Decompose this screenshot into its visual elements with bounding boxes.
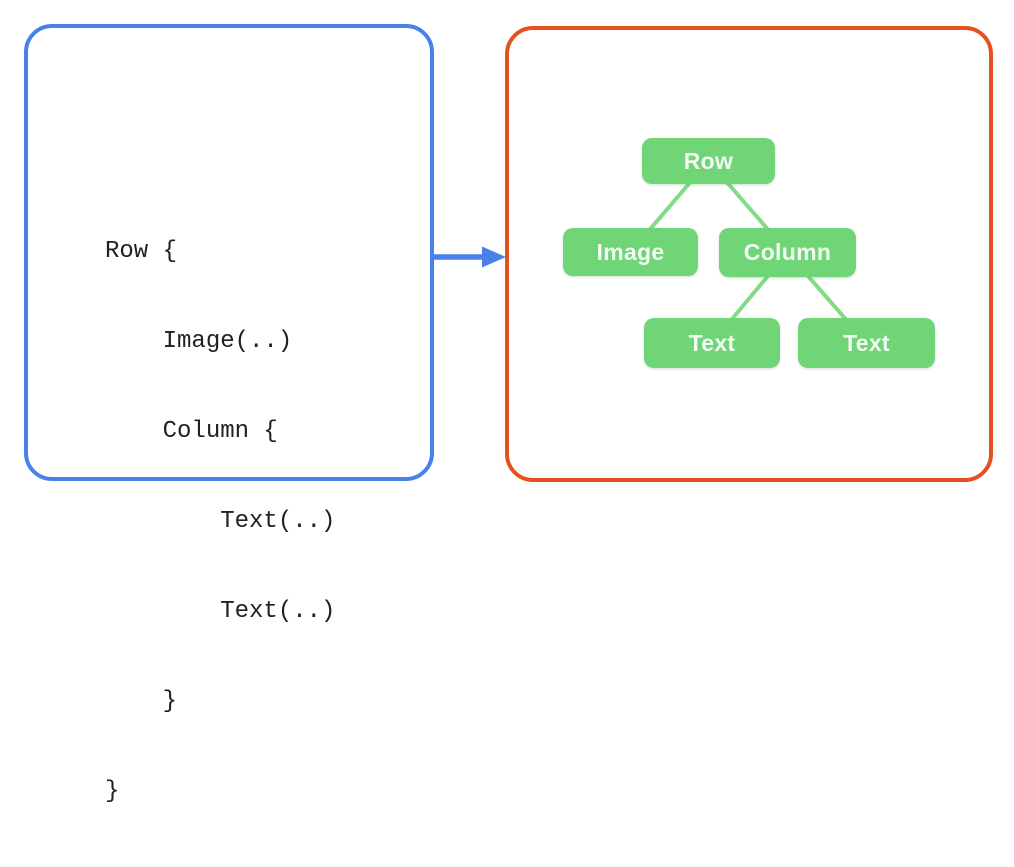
code-line: Row { [105,238,178,265]
code-line: Text(..) [105,508,336,535]
tree-node-column: Column [719,228,856,277]
tree-node-row: Row [642,138,775,184]
code-block: Row { Image(..) Column { Text(..) Text(.… [105,177,335,867]
code-line: Image(..) [105,328,293,355]
code-panel: Row { Image(..) Column { Text(..) Text(.… [24,24,434,805]
code-line: } [105,778,120,805]
right-arrow-icon [433,246,506,268]
code-line: Column { [105,418,278,445]
code-line: Text(..) [105,598,336,625]
code-line: } [105,688,178,715]
tree-node-text-2: Text [798,318,935,368]
tree-panel: Row Image Column Text Text [505,26,993,482]
tree-node-image: Image [563,228,698,276]
tree-node-text-1: Text [644,318,780,368]
